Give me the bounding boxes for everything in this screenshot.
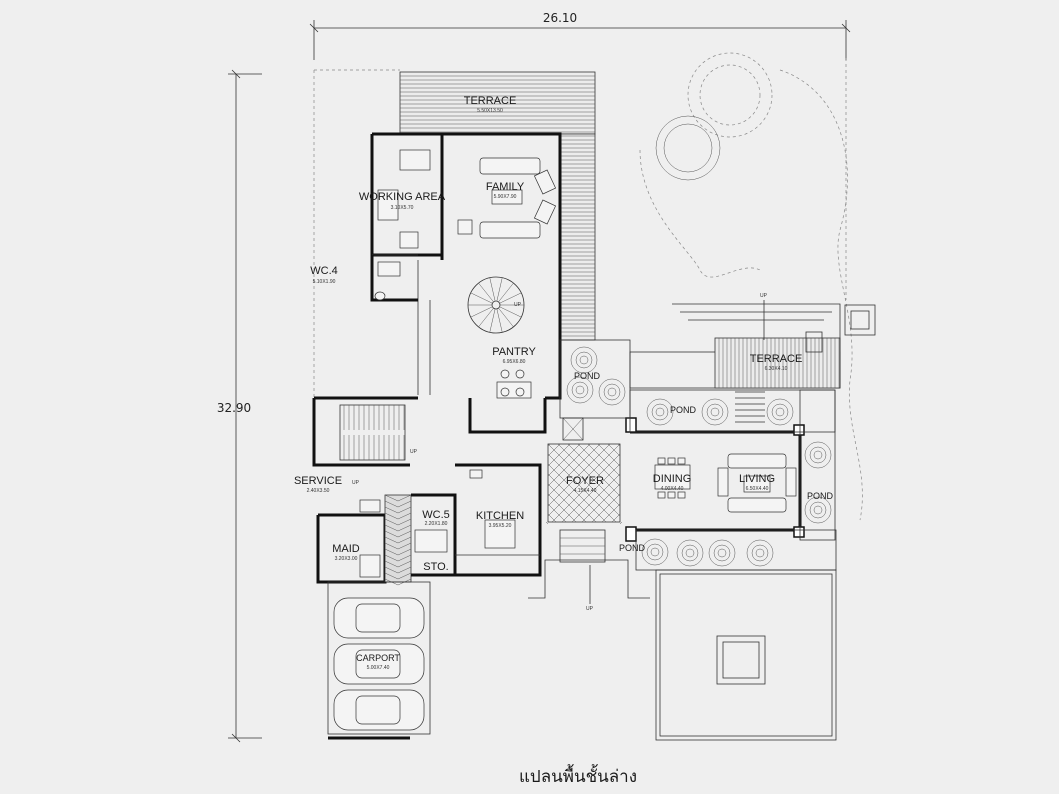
- lawn-pool: [655, 569, 837, 741]
- sto-label: STO.: [423, 561, 448, 573]
- terrace-right-size: 6.30X4.10: [765, 366, 788, 372]
- wc4-label: WC.4: [310, 265, 338, 277]
- foyer: [545, 417, 623, 525]
- pond-4-label: POND: [619, 543, 646, 553]
- foyer-label: FOYER: [566, 475, 604, 487]
- height-dimension: 32.90: [217, 401, 251, 415]
- working-area-size: 3.10X5.70: [391, 205, 414, 211]
- wc5-size: 2.20X1.80: [425, 521, 448, 527]
- spiral-stair-up: UP: [514, 302, 522, 308]
- dining-size: 4.00X4.40: [661, 486, 684, 492]
- family-pantry-walls: [370, 132, 562, 434]
- ponds: [559, 339, 837, 571]
- foyer-size: 4.15X4.40: [574, 488, 597, 494]
- kitchen-walls: [411, 463, 542, 577]
- kitchen-size: 3.95X5.20: [489, 523, 512, 529]
- terrace-top: [399, 71, 596, 341]
- service-size: 2.40X3.50: [307, 488, 330, 494]
- living-size: 6.50X4.40: [746, 486, 769, 492]
- terrace-right-up: UP: [760, 293, 768, 299]
- terrace-top-size: 5.50X13.50: [477, 108, 503, 114]
- working-area-label: WORKING AREA: [359, 191, 446, 203]
- pantry-size: 6.95X6.80: [503, 359, 526, 365]
- wc4-size: 5.10X1.90: [313, 279, 336, 285]
- width-dimension: 26.10: [543, 11, 577, 25]
- dining-label: DINING: [653, 473, 692, 485]
- service-label: SERVICE: [294, 475, 342, 487]
- terrace-right: [629, 300, 876, 389]
- pantry-label: PANTRY: [492, 346, 536, 358]
- wc5-label: WC.5: [422, 509, 450, 521]
- entry-up: UP: [586, 606, 594, 612]
- carport-size: 5.00X7.40: [367, 665, 390, 671]
- main-stair-up: UP: [410, 449, 418, 455]
- dimension-lines: [228, 20, 851, 743]
- pond-2-label: POND: [670, 405, 697, 415]
- service-up: UP: [352, 480, 360, 486]
- maid-label: MAID: [332, 543, 360, 555]
- carport: [327, 581, 431, 740]
- family-label: FAMILY: [486, 181, 525, 193]
- property-boundary: [313, 58, 847, 400]
- family-size: 5.90X7.90: [494, 194, 517, 200]
- maid-size: 3.20X3.00: [335, 556, 358, 562]
- terrace-top-label: TERRACE: [464, 95, 517, 107]
- working-area-walls: [370, 134, 442, 302]
- carport-label: CARPORT: [356, 653, 400, 663]
- living-label: LIVING: [739, 473, 775, 485]
- pond-1-label: POND: [574, 371, 601, 381]
- pond-3-label: POND: [807, 491, 834, 501]
- terrace-right-label: TERRACE: [750, 353, 803, 365]
- plan-title: แปลนพื้นชั้นล่าง: [519, 764, 637, 786]
- kitchen-label: KITCHEN: [476, 510, 524, 522]
- pantry-island: [496, 369, 532, 399]
- entry-steps: [528, 529, 650, 604]
- maid-room-walls: [316, 494, 412, 586]
- garden-landscape: [639, 52, 863, 521]
- family-furniture: [457, 157, 557, 239]
- main-stair: [312, 396, 418, 467]
- spiral-stair: [467, 276, 525, 334]
